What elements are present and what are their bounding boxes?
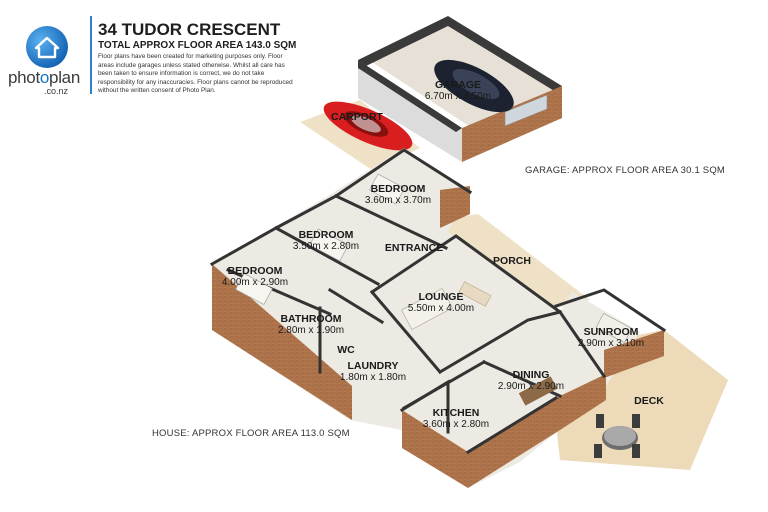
room-label-entrance: ENTRANCE bbox=[384, 242, 444, 254]
photoplan-logo: photoplan .co.nz bbox=[8, 18, 94, 96]
room-label-porch: PORCH bbox=[493, 255, 531, 267]
house-icon bbox=[26, 26, 68, 68]
room-label-carport: CARPORT bbox=[331, 111, 383, 123]
room-label-deck: DECK bbox=[634, 395, 664, 407]
carport-car bbox=[323, 101, 413, 151]
garage-car bbox=[434, 59, 514, 113]
header-divider bbox=[90, 16, 92, 94]
furniture bbox=[235, 173, 633, 406]
deck-table bbox=[594, 414, 640, 458]
house-block bbox=[209, 148, 667, 488]
garage-block bbox=[358, 16, 562, 162]
garage-area-note: GARAGE: APPROX FLOOR AREA 30.1 SQM bbox=[525, 165, 726, 176]
house-area-note: HOUSE: APPROX FLOOR AREA 113.0 SQM bbox=[152, 428, 350, 439]
logo-wordmark: photoplan bbox=[8, 68, 80, 87]
logo-domain: .co.nz bbox=[44, 86, 69, 96]
total-area: TOTAL APPROX FLOOR AREA 143.0 SQM bbox=[98, 40, 297, 51]
page-title: 34 TUDOR CRESCENT bbox=[98, 20, 281, 39]
header: photoplan .co.nz 34 TUDOR CRESCENT TOTAL… bbox=[0, 0, 768, 100]
room-label-wc: WC bbox=[337, 344, 355, 356]
disclaimer: Floor plans have been created for market… bbox=[98, 53, 293, 95]
